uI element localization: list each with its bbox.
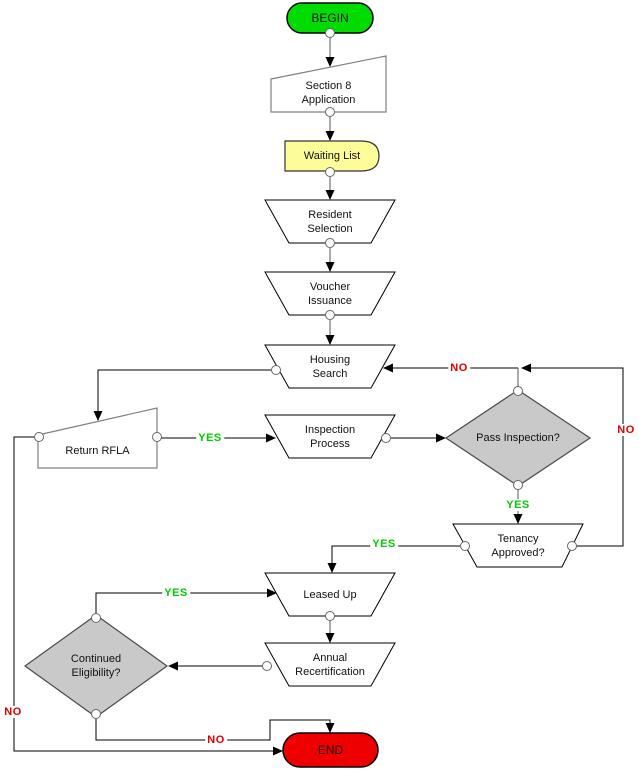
connection-points [34, 28, 577, 719]
connection-point [152, 432, 162, 442]
arrow-into-inspection [266, 433, 276, 443]
edge-label-no-rfla-end: NO [2, 706, 24, 718]
connection-point [325, 28, 335, 38]
edge-label-no-tenancy: NO [615, 424, 637, 436]
connection-point [513, 480, 523, 490]
connection-point [34, 432, 44, 442]
arrow-into-resident-selection [325, 190, 335, 200]
edge-rfla-no-to-end [13, 436, 273, 752]
arrow-into-waiting-list [325, 131, 335, 141]
connection-point [381, 433, 391, 443]
leased-up-node [264, 572, 396, 617]
arrow-into-voucher-issuance [325, 262, 335, 272]
section8-application-node [270, 55, 387, 113]
connection-point [513, 386, 523, 396]
connection-point [271, 365, 281, 375]
connection-point [567, 541, 577, 551]
edge-label-yes-tenancy-leased: YES [370, 538, 398, 550]
arrow-into-end-left [273, 746, 283, 756]
connection-point [325, 611, 335, 621]
continued-eligibility-decision [23, 614, 169, 718]
connection-point [262, 661, 272, 671]
connection-point [91, 709, 101, 719]
edge-housing-to-rfla [97, 369, 271, 412]
arrow-yes-into-leased-up [327, 563, 337, 573]
connection-point [325, 107, 335, 117]
end-node [282, 732, 379, 768]
arrow-into-tenancy [513, 514, 523, 524]
connection-point [325, 238, 335, 248]
edge-tenancy-yes-to-leased [331, 545, 460, 564]
waiting-list-node [284, 140, 380, 172]
connector-lines [13, 367, 624, 752]
arrow-tenancy-no-merge [521, 363, 531, 373]
connection-point [460, 541, 470, 551]
edge-eligibility-no-to-end [95, 719, 331, 741]
arrow-into-end-top [325, 723, 335, 733]
arrow-into-application [325, 57, 335, 67]
edge-label-no-eligibility-end: NO [205, 734, 227, 746]
edge-tenancy-no-up [531, 367, 624, 547]
arrowheads [93, 57, 531, 756]
housing-search-node [264, 344, 396, 389]
connection-point [325, 167, 335, 177]
arrow-into-annual-recert [325, 633, 335, 643]
arrow-no-into-housing-search [383, 363, 393, 373]
arrow-into-eligibility [168, 661, 178, 671]
inspection-process-node [264, 414, 396, 459]
edge-label-yes-pass-tenancy: YES [504, 499, 532, 511]
edge-label-yes-rfla-inspection: YES [196, 432, 224, 444]
arrow-into-pass-inspection [436, 433, 446, 443]
connection-point [325, 310, 335, 320]
connection-point [91, 613, 101, 623]
annual-recertification-node [264, 642, 396, 687]
edge-label-no-pass-housing: NO [448, 362, 470, 374]
resident-selection-node [264, 199, 396, 244]
pass-inspection-decision [444, 389, 592, 487]
return-rfla-node [37, 407, 158, 469]
edge-label-yes-eligibility-leased: YES [162, 587, 190, 599]
edge-eligibility-yes-to-leased [95, 592, 267, 613]
arrow-elig-yes-into-leased-up [267, 588, 277, 598]
arrow-into-housing-search [325, 335, 335, 345]
arrow-into-return-rfla [93, 411, 103, 421]
voucher-issuance-node [264, 271, 396, 316]
tenancy-approved-node [452, 523, 584, 568]
